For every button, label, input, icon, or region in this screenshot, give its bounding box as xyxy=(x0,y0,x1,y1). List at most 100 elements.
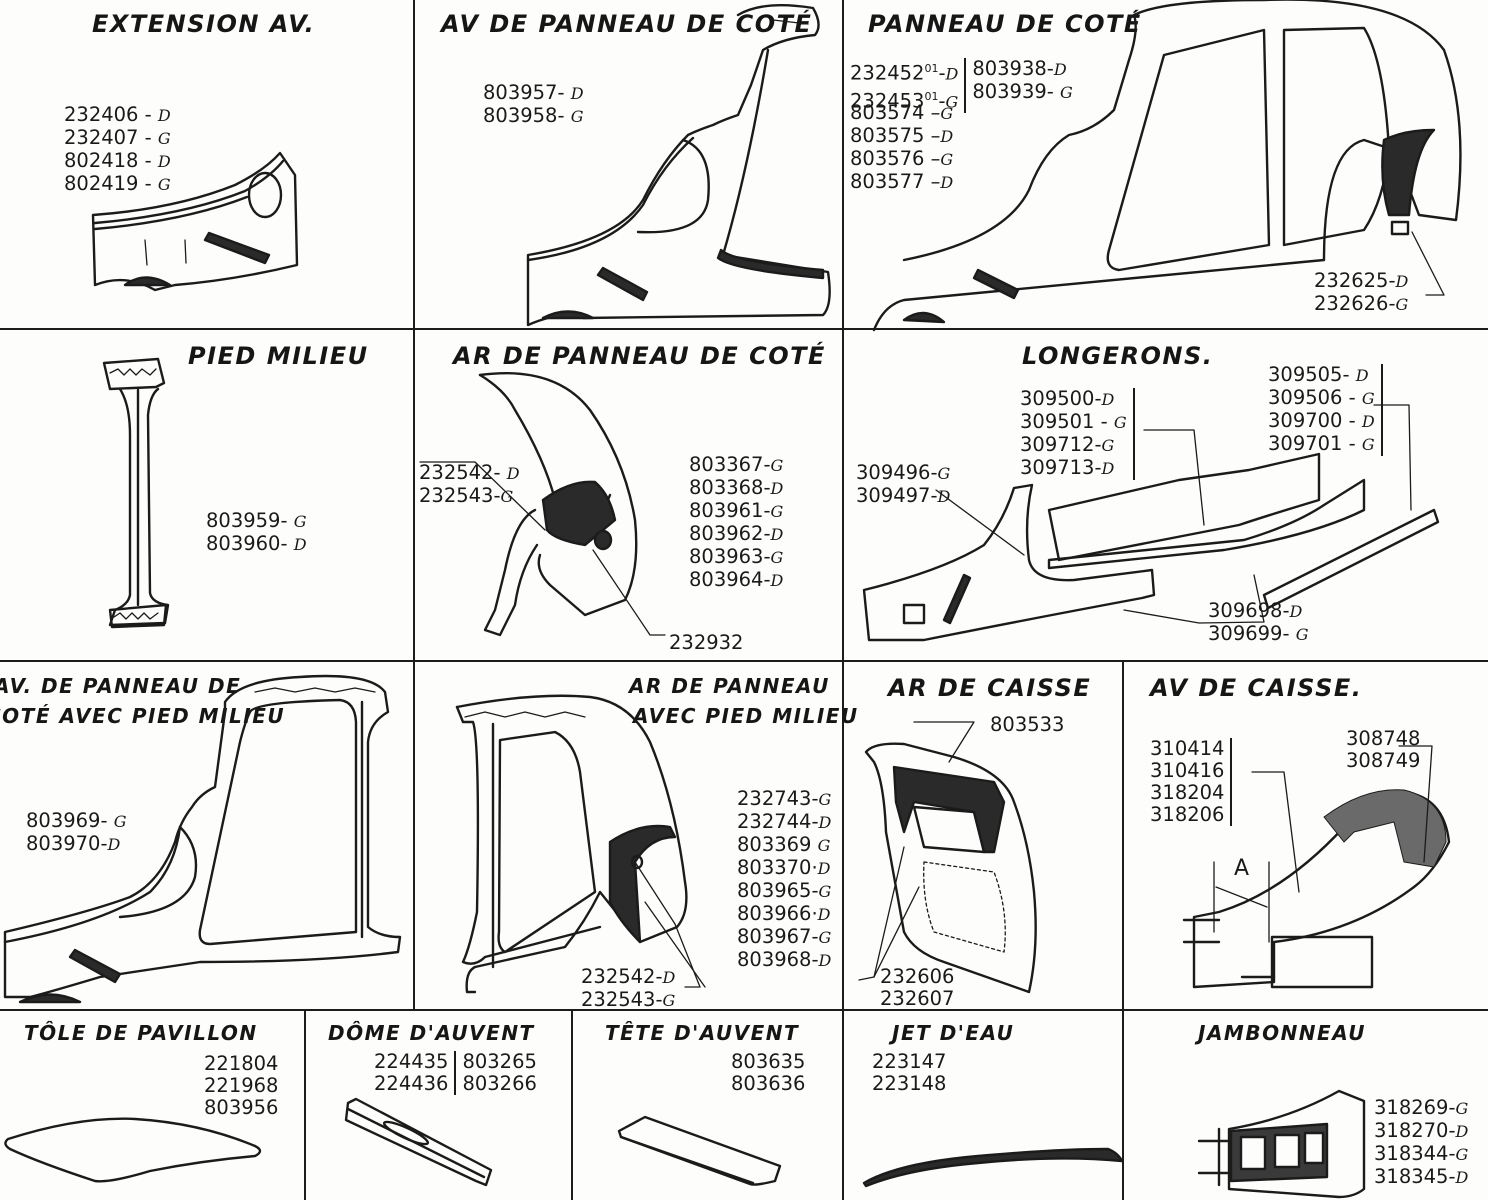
section-ar-de-panneau-de-cote: AR DE PANNEAU DE COTÉ 232542- D 232543-G… xyxy=(415,330,842,660)
callout-parts-bottom: 232606 232607 xyxy=(880,966,954,1010)
section-title-line1: AR DE PANNEAU xyxy=(629,674,830,698)
parts-table: 224435 224436 803265 803266 xyxy=(368,1051,543,1095)
grid-line-row4-a xyxy=(304,1010,306,1200)
part-number: 803960- D xyxy=(206,532,307,555)
part-number: 232626-G xyxy=(1314,292,1409,315)
part-number: 803636 xyxy=(731,1072,806,1095)
grid-line-row3 xyxy=(0,1009,1488,1011)
part-number: 802419 - G xyxy=(64,172,171,195)
section-title: AV DE CAISSE. xyxy=(1150,674,1363,702)
parts-group-b: 309505- D 309506 - G 309700 - D 309701 -… xyxy=(1268,364,1383,456)
pied-milieu-illustration xyxy=(102,357,170,629)
part-number: 803958- G xyxy=(483,104,584,127)
av-panneau-illustration xyxy=(526,4,831,327)
part-number: 232542-D xyxy=(581,965,676,988)
part-number: 803370·D xyxy=(737,856,831,879)
dimension-label: A xyxy=(1234,856,1250,881)
section-panneau-de-cote: PANNEAU DE COTÉ 23245201-D 23245301-G 80… xyxy=(844,0,1488,332)
part-number: 223147 xyxy=(872,1050,947,1073)
section-title: AV DE PANNEAU DE COTÉ xyxy=(441,10,813,38)
parts-list: 221804 221968 803956 xyxy=(204,1053,278,1119)
jet-deau-illustration xyxy=(862,1147,1124,1188)
section-title: PANNEAU DE COTÉ xyxy=(868,10,1142,38)
part-number: 803957- D xyxy=(483,81,584,104)
part-number: 310414 xyxy=(1150,737,1225,760)
part-number: 308748 xyxy=(1346,727,1421,750)
part-number: 309506 - G xyxy=(1268,386,1375,409)
grid-line-row4-b xyxy=(571,1010,573,1200)
section-title: LONGERONS. xyxy=(1022,342,1214,370)
section-extension-av: EXTENSION AV. 232406 - D 232407 - G 8024… xyxy=(0,0,413,328)
section-tete-dauvent: TÊTE D'AUVENT 803635 803636 xyxy=(573,1011,842,1200)
section-title: JAMBONNEAU xyxy=(1198,1021,1367,1045)
part-number: 803965-G xyxy=(737,879,832,902)
part-number: 308749 xyxy=(1346,749,1421,772)
section-title: DÔME D'AUVENT xyxy=(328,1021,535,1045)
parts-group-left: 310414 310416 318204 318206 xyxy=(1150,737,1233,826)
parts-group-c: 309496-G 309497-D xyxy=(856,462,950,508)
part-number: 803939- G xyxy=(972,80,1073,103)
section-ar-de-caisse: AR DE CAISSE 803533 232606 232607 xyxy=(844,662,1122,1010)
parts-list: 803635 803636 xyxy=(731,1051,805,1095)
part-number: 803963-G xyxy=(689,545,784,568)
jambonneau-illustration xyxy=(1197,1089,1366,1199)
part-number: 803367-G xyxy=(689,453,784,476)
part-number: 309501 - G xyxy=(1020,410,1127,433)
part-number: 224436 xyxy=(374,1072,449,1095)
part-number: 803962-D xyxy=(689,522,784,545)
part-number: 309713-D xyxy=(1020,456,1115,479)
part-number: 232625-D xyxy=(1314,269,1409,292)
part-number: 318206 xyxy=(1150,803,1225,826)
part-number: 221804 xyxy=(204,1052,279,1075)
part-number: 232543-G xyxy=(581,988,676,1011)
part-number: 803266 xyxy=(462,1072,537,1095)
part-number: 309505- D xyxy=(1268,363,1369,386)
section-title: TÔLE DE PAVILLON xyxy=(24,1021,258,1045)
part-number: 232407 - G xyxy=(64,126,171,149)
part-number: 309712-G xyxy=(1020,433,1115,456)
part-number: 224435 xyxy=(374,1050,449,1073)
part-number: 803959- G xyxy=(206,509,307,532)
parts-list: 232743-G 232744-D 803369 G 803370·D 8039… xyxy=(737,788,831,972)
section-av-de-panneau-de-cote: AV DE PANNEAU DE COTÉ 803957- D 803958- … xyxy=(415,0,842,328)
parts-table: 23245201-D 23245301-G 803938-D 803939- G xyxy=(846,58,1079,113)
section-title: JET D'EAU xyxy=(892,1021,1015,1045)
longerons-illustration xyxy=(862,404,1440,642)
part-number: 803635 xyxy=(731,1050,806,1073)
section-title: TÊTE D'AUVENT xyxy=(605,1021,800,1045)
grid-line-row2 xyxy=(0,660,1488,662)
part-number: 803574 –G xyxy=(850,101,954,124)
grid-line-row1 xyxy=(0,328,1488,330)
part-number: 309698-D xyxy=(1208,599,1303,622)
parts-group-right: 308748 308749 xyxy=(1346,728,1420,772)
part-number: 309700 - D xyxy=(1268,409,1375,432)
part-number: 803964-D xyxy=(689,568,784,591)
section-title-line1: AV. DE PANNEAU DE xyxy=(0,674,242,698)
part-number: 23245201-D xyxy=(850,61,959,85)
parts-list: 803957- D 803958- G xyxy=(483,82,584,128)
part-number: 318204 xyxy=(1150,781,1225,804)
part-number: 232607 xyxy=(880,987,955,1010)
part-number: 802418 - D xyxy=(64,149,171,172)
part-number: 232743-G xyxy=(737,787,832,810)
part-number: 221968 xyxy=(204,1074,279,1097)
parts-list: 803969- G 803970-D xyxy=(26,810,126,856)
section-av-de-panneau-avec-pied-milieu: AV. DE PANNEAU DE COTÉ AVEC PIED MILIEU … xyxy=(0,662,413,1009)
part-number: 318269-G xyxy=(1374,1096,1469,1119)
part-number: 309497-D xyxy=(856,484,951,507)
section-av-de-caisse: AV DE CAISSE. 310414 310416 318204 31820… xyxy=(1124,662,1488,1009)
callout-parts-left: 232542- D 232543-G xyxy=(419,462,520,508)
section-ar-de-panneau-avec-pied-milieu: AR DE PANNEAU AVEC PIED MILIEU 232743-G … xyxy=(415,662,857,1011)
part-number: 318345-D xyxy=(1374,1165,1469,1188)
tete-dauvent-illustration xyxy=(617,1115,782,1186)
section-dome-dauvent: DÔME D'AUVENT 224435 224436 803265 80326… xyxy=(306,1011,571,1200)
av-panneau-pied-milieu-illustration xyxy=(3,674,402,1004)
parts-list: 232406 - D 232407 - G 802418 - D 802419 … xyxy=(64,104,171,196)
grid-line-col2 xyxy=(842,0,844,1200)
section-tole-de-pavillon: TÔLE DE PAVILLON 221804 221968 803956 xyxy=(0,1011,304,1200)
part-number: 803956 xyxy=(204,1096,279,1119)
parts-list: 803574 –G 803575 –D 803576 –G 803577 –D xyxy=(850,102,953,194)
part-number: 232406 - D xyxy=(64,103,171,126)
part-number: 803968-D xyxy=(737,948,832,971)
parts-list: 318269-G 318270-D 318344-G 318345-D xyxy=(1374,1097,1468,1189)
